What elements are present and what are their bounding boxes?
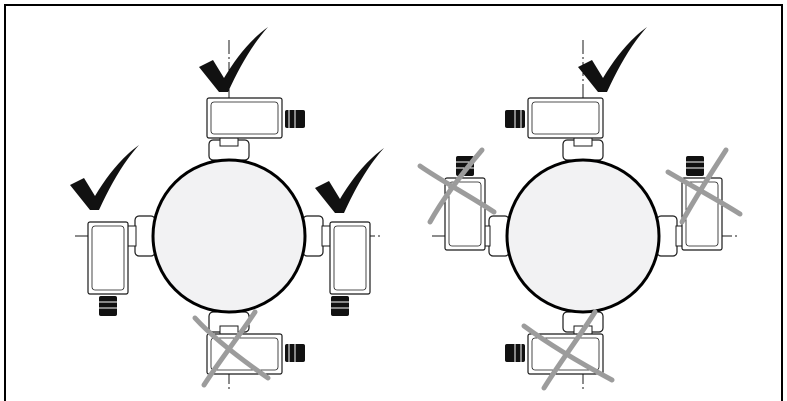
panel-left xyxy=(70,27,384,392)
housing-cover xyxy=(91,225,125,291)
housing-cover xyxy=(531,337,600,371)
figure-frame xyxy=(4,4,783,401)
mount-right xyxy=(321,221,371,316)
mount-top xyxy=(505,97,604,147)
mount-left xyxy=(87,221,137,316)
housing-cover xyxy=(210,101,279,135)
check-mark-icon xyxy=(315,148,384,213)
transmitter-housing xyxy=(206,97,283,139)
housing-cover xyxy=(531,101,600,135)
check-mark-icon xyxy=(70,145,139,210)
cross-icon xyxy=(521,309,615,391)
cable-gland-icon xyxy=(686,156,704,176)
transmitter-housing xyxy=(329,221,371,295)
mount-top xyxy=(206,97,305,147)
cable-gland-icon xyxy=(456,156,474,176)
cable-gland-icon xyxy=(331,296,349,316)
check-mark-icon xyxy=(578,27,647,92)
cross-icon xyxy=(192,309,271,388)
cable-gland-icon xyxy=(99,296,117,316)
transmitter-housing xyxy=(444,177,486,251)
neck xyxy=(573,137,593,147)
neck xyxy=(219,325,239,335)
housing-cover xyxy=(210,337,279,371)
cross-icon xyxy=(665,147,743,225)
check-mark-icon xyxy=(199,27,268,92)
transmitter-housing xyxy=(87,221,129,295)
neck xyxy=(219,137,239,147)
panel-right xyxy=(417,27,743,392)
cross-icon xyxy=(417,147,497,225)
housing-cover xyxy=(448,181,482,247)
transmitter-housing xyxy=(527,97,604,139)
pipe-cross-section xyxy=(505,158,661,314)
mount-left xyxy=(444,156,491,251)
pipe-cross-section xyxy=(151,158,307,314)
housing-cover xyxy=(333,225,367,291)
